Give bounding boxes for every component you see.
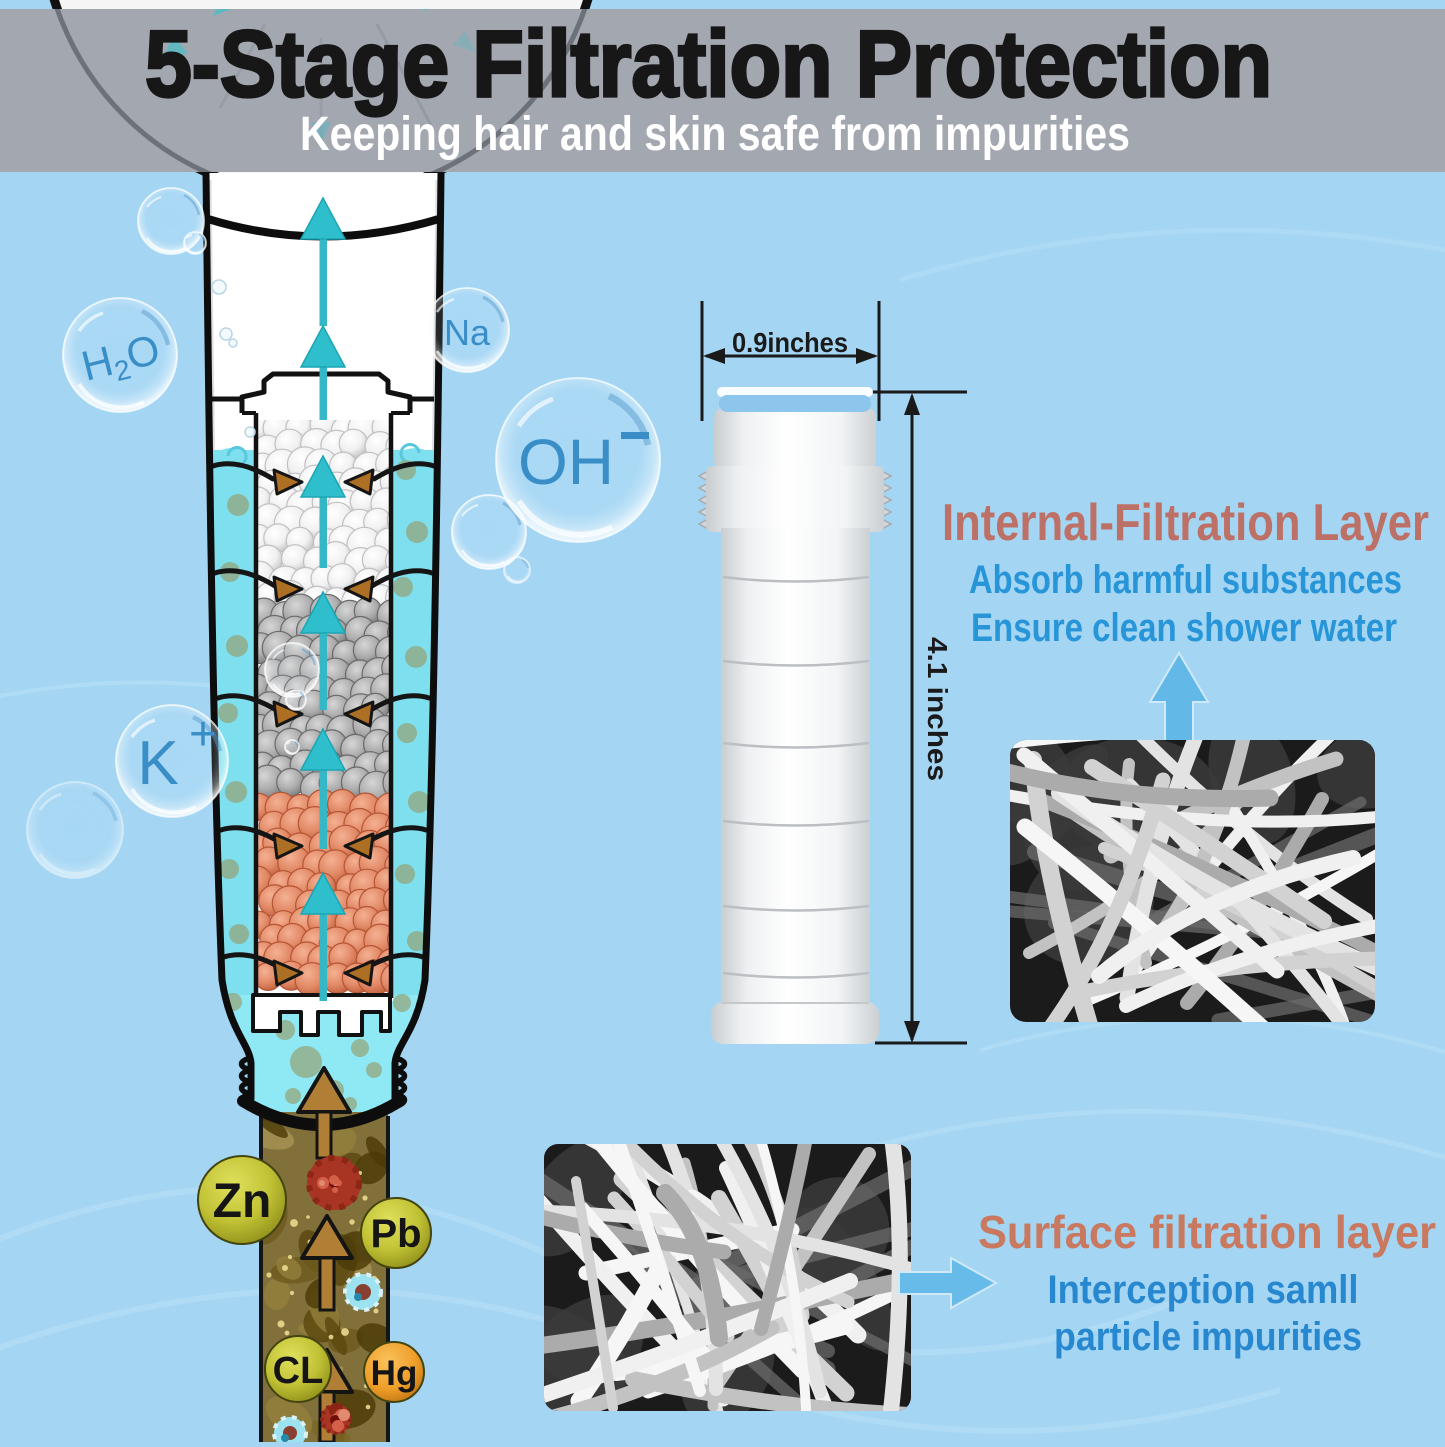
svg-text:Ensure clean shower water: Ensure clean shower water	[971, 606, 1397, 650]
svg-text:5-Stage Filtration Protection: 5-Stage Filtration Protection	[145, 11, 1272, 116]
svg-text:Hg: Hg	[371, 1354, 418, 1393]
svg-text:Pb: Pb	[370, 1212, 421, 1256]
svg-text:particle impurities: particle impurities	[1054, 1315, 1362, 1359]
svg-text:Absorb harmful substances: Absorb harmful substances	[969, 558, 1402, 602]
svg-text:4.1 inches: 4.1 inches	[922, 637, 953, 781]
svg-text:OH: OH	[518, 426, 614, 498]
svg-text:Interception samll: Interception samll	[1048, 1268, 1359, 1312]
svg-text:0.9inches: 0.9inches	[732, 327, 848, 358]
svg-text:K: K	[137, 729, 178, 798]
svg-text:Zn: Zn	[213, 1175, 272, 1228]
svg-text:Na: Na	[444, 312, 491, 353]
svg-text:Internal-Filtration Layer: Internal-Filtration Layer	[942, 494, 1429, 552]
svg-text:+: +	[189, 708, 217, 761]
svg-text:Keeping hair and skin safe fro: Keeping hair and skin safe from impuriti…	[300, 108, 1130, 161]
svg-text:Surface filtration layer: Surface filtration layer	[978, 1206, 1436, 1258]
svg-text:CL: CL	[273, 1350, 324, 1392]
